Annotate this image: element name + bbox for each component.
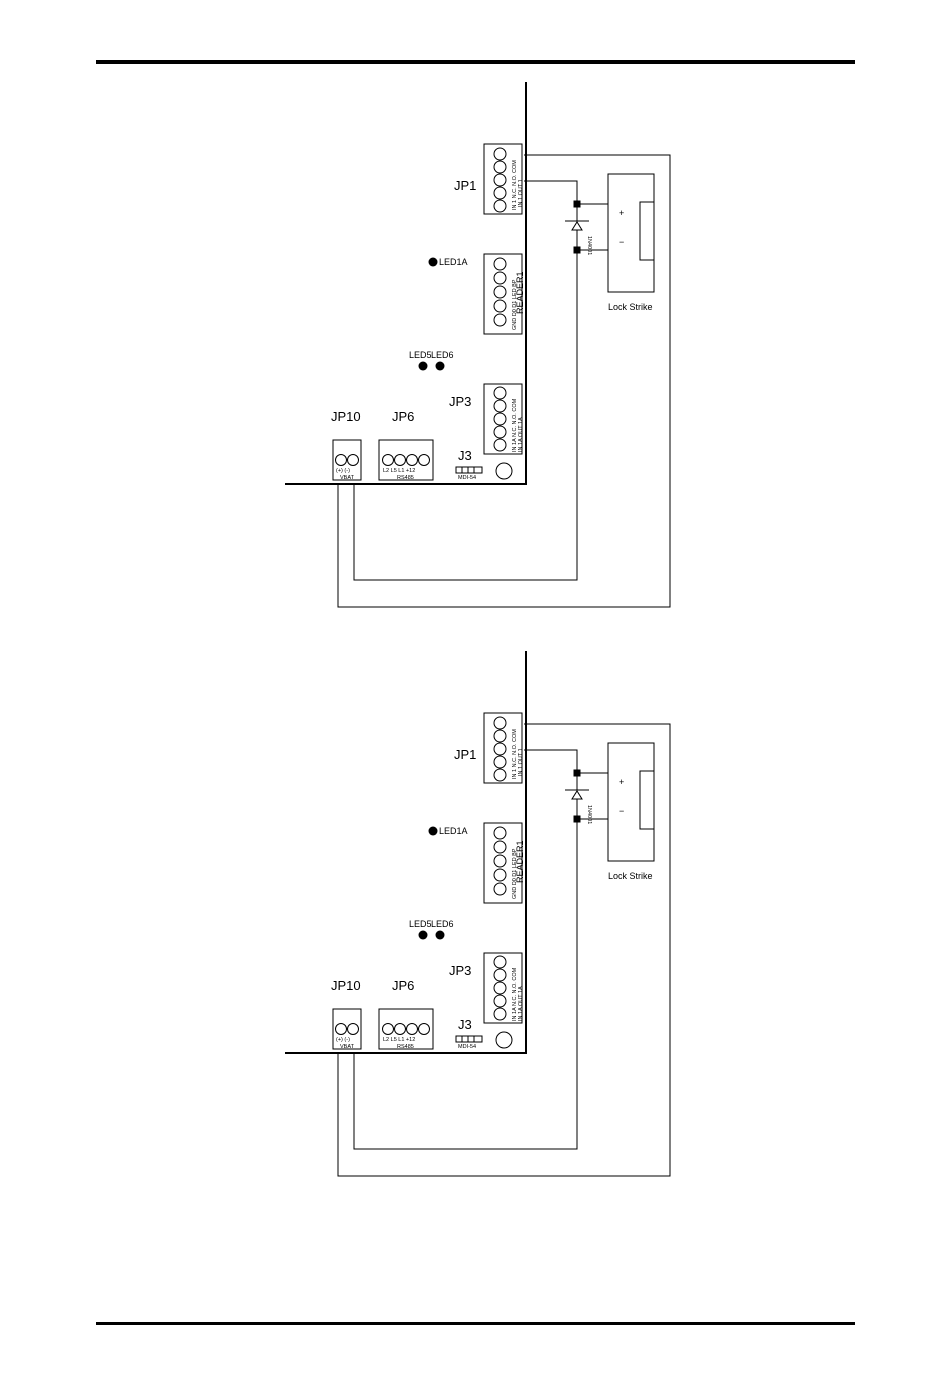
round-component <box>495 1031 513 1049</box>
led1a-label: LED1A <box>439 826 468 836</box>
j3-label: J3 <box>458 448 472 463</box>
jp10-connector <box>332 1008 362 1050</box>
jp10-vbat-label: VBAT <box>340 475 355 481</box>
led1a-indicator <box>428 826 438 836</box>
jp1-terminal-block <box>483 143 523 215</box>
lock-minus-label: − <box>619 237 624 247</box>
jp1-out-label: IN 1 OUT 1 <box>518 748 524 776</box>
lock-strike <box>607 742 655 862</box>
reader1-label: READER1 <box>515 840 525 883</box>
jp10-label: JP10 <box>331 409 361 424</box>
jp10-pin-labels: (+) (-) <box>336 1037 350 1043</box>
jp6-label: JP6 <box>392 978 414 993</box>
lock-strike-label: Lock Strike <box>608 871 653 881</box>
led6-label: LED6 <box>431 350 454 360</box>
jp10-label: JP10 <box>331 978 361 993</box>
jp10-pin-labels: (+) (-) <box>336 468 350 474</box>
board-outline <box>285 651 527 1054</box>
led5-label: LED5 <box>409 350 432 360</box>
jp3-pin-labels: IN 1A N.C. N.O. COM <box>512 967 518 1021</box>
led6-indicator <box>435 930 445 940</box>
jp1-label: JP1 <box>454 178 476 193</box>
jp3-out-label: IN 1A OUT 1A <box>518 417 524 452</box>
lock-strike-label: Lock Strike <box>608 302 653 312</box>
bottom-rule <box>96 1322 855 1325</box>
jp6-pin-labels: L2 L5 L1 +12 <box>383 468 415 474</box>
diode-label: 1N4001 <box>586 805 592 824</box>
reader1-pin-labels: GND D0 D1 LED BP <box>512 848 518 899</box>
led5-indicator <box>418 930 428 940</box>
j3-header <box>455 1035 483 1043</box>
jp1-terminal-block <box>483 712 523 784</box>
jp3-label: JP3 <box>449 963 471 978</box>
diode-1n4001 <box>565 200 589 254</box>
jp1-pin-labels: IN 1 N.C. N.O. COM <box>512 160 518 210</box>
jp10-connector <box>332 439 362 481</box>
jp1-label: JP1 <box>454 747 476 762</box>
lock-plus-label: + <box>619 208 624 218</box>
lock-strike <box>607 173 655 293</box>
led6-label: LED6 <box>431 919 454 929</box>
jp6-rs485-label: RS485 <box>397 475 414 481</box>
jp3-terminal-block <box>483 383 523 455</box>
j3-header <box>455 466 483 474</box>
jp1-out-label: IN 1 OUT 1 <box>518 179 524 207</box>
reader1-terminal-block <box>483 253 523 335</box>
reader1-label: READER1 <box>515 271 525 314</box>
jp6-rs485-label: RS485 <box>397 1044 414 1050</box>
jp3-terminal-block <box>483 952 523 1024</box>
led6-indicator <box>435 361 445 371</box>
round-component <box>495 462 513 480</box>
top-rule <box>96 60 855 64</box>
jp6-connector <box>378 439 434 481</box>
lock-plus-label: + <box>619 777 624 787</box>
j3-mdi54-label: MDI-54 <box>458 475 476 481</box>
board-outline <box>285 82 527 485</box>
j3-mdi54-label: MDI-54 <box>458 1044 476 1050</box>
led5-label: LED5 <box>409 919 432 929</box>
jp10-vbat-label: VBAT <box>340 1044 355 1050</box>
led5-indicator <box>418 361 428 371</box>
jp6-connector <box>378 1008 434 1050</box>
led1a-indicator <box>428 257 438 267</box>
jp6-label: JP6 <box>392 409 414 424</box>
jp3-label: JP3 <box>449 394 471 409</box>
lock-minus-label: − <box>619 806 624 816</box>
led1a-label: LED1A <box>439 257 468 267</box>
diode-1n4001 <box>565 769 589 823</box>
jp6-pin-labels: L2 L5 L1 +12 <box>383 1037 415 1043</box>
reader1-pin-labels: GND D0 D1 LED BP <box>512 279 518 330</box>
jp1-pin-labels: IN 1 N.C. N.O. COM <box>512 729 518 779</box>
j3-label: J3 <box>458 1017 472 1032</box>
wires <box>337 723 671 1177</box>
wires <box>337 154 671 608</box>
diode-label: 1N4001 <box>586 236 592 255</box>
jp3-pin-labels: IN 1A N.C. N.O. COM <box>512 398 518 452</box>
reader1-terminal-block <box>483 822 523 904</box>
jp3-out-label: IN 1A OUT 1A <box>518 986 524 1021</box>
